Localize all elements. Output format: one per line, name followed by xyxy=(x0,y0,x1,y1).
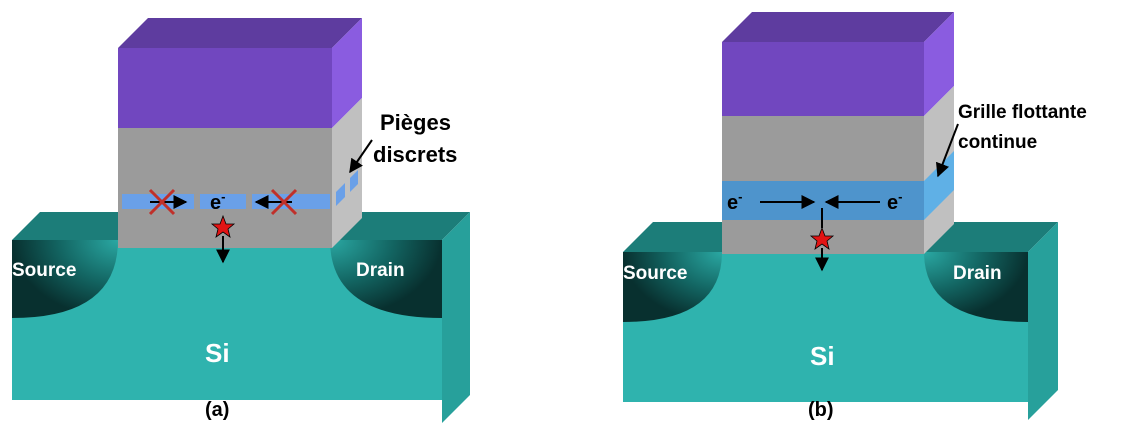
source-well-b xyxy=(623,252,722,322)
cross-icon xyxy=(270,188,298,216)
defect-star-icon xyxy=(809,226,835,250)
callout-subtitle-a: discrets xyxy=(373,142,457,167)
source-label-b: Source xyxy=(623,263,687,284)
substrate-side-face-a xyxy=(442,212,470,423)
panel-b: e- e- Grille flottante continue Source D… xyxy=(623,12,1087,421)
callout-subtitle-b: continue xyxy=(958,132,1037,153)
oxide-side-face-a xyxy=(332,98,362,248)
defect-star-icon xyxy=(210,214,236,238)
caption-b: (b) xyxy=(808,399,834,421)
drain-label-b: Drain xyxy=(953,263,1002,284)
blocked-transfer-right-a xyxy=(254,188,298,216)
source-label-a: Source xyxy=(12,260,76,281)
cross-icon xyxy=(148,188,176,216)
gate-side-face-a xyxy=(332,18,362,128)
drain-well-a xyxy=(330,240,442,318)
substrate-b xyxy=(623,222,1058,420)
drain-label-a: Drain xyxy=(356,260,405,281)
source-well-a xyxy=(12,240,118,318)
panel-a: e- Pièges discrets Source Drain Si (a) xyxy=(12,18,470,423)
gate-top-face-a xyxy=(118,18,362,48)
blocked-transfer-left-a xyxy=(148,188,188,216)
substrate-side-face-b xyxy=(1028,222,1058,420)
callout-line-a xyxy=(349,139,373,174)
substrate-label-a: Si xyxy=(205,338,230,368)
gate-stack-b xyxy=(722,12,954,254)
electron-left-label-b: e- xyxy=(727,189,742,214)
electron-right-label-b: e- xyxy=(887,189,902,214)
control-gate-b xyxy=(722,42,924,116)
gate-stack-a xyxy=(118,18,362,248)
drain-well-b xyxy=(924,252,1028,322)
trap-side-1-a xyxy=(336,183,345,206)
trap-middle-a xyxy=(200,194,246,209)
trap-side-2-a xyxy=(350,170,358,192)
caption-a: (a) xyxy=(205,399,229,421)
callout-title-b: Grille flottante xyxy=(958,102,1087,123)
gate-side-face-b xyxy=(924,12,954,116)
callout-title-a: Pièges xyxy=(380,110,451,135)
control-gate-a xyxy=(118,48,332,128)
electron-label-a: e- xyxy=(210,189,225,214)
callout-line-b xyxy=(935,123,959,178)
gate-top-face-b xyxy=(722,12,954,42)
substrate-label-b: Si xyxy=(810,341,835,371)
